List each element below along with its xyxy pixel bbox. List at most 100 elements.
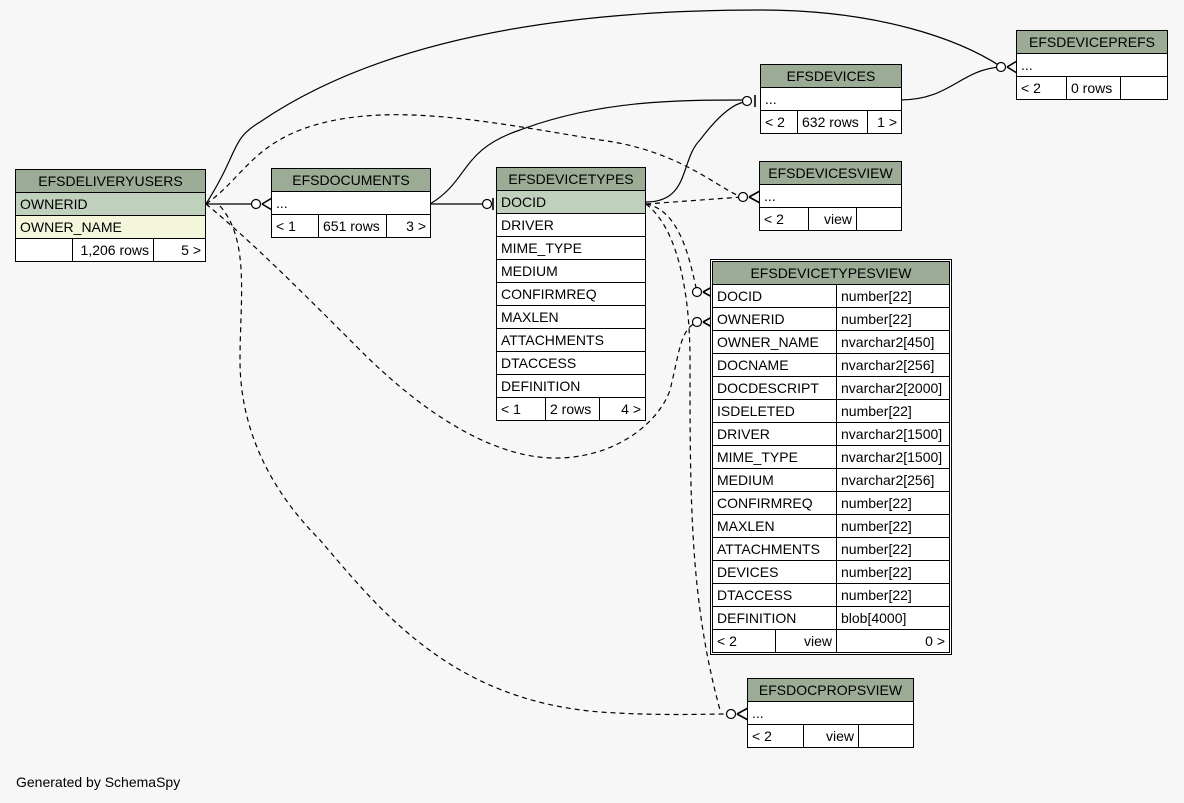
column-name: OWNERID: [20, 196, 88, 212]
children-count: 3 >: [386, 215, 430, 237]
column-row: OWNERID: [16, 193, 205, 216]
table-title[interactable]: EFSDEVICESVIEW: [760, 162, 901, 185]
edge-end-circle: [691, 286, 703, 298]
column-row: OWNER_NAME: [16, 216, 205, 239]
column-type: number[22]: [836, 492, 949, 514]
column-row: DTACCESS: [497, 352, 645, 375]
column-name: MIME_TYPE: [717, 449, 798, 465]
table-efsdevicetypes[interactable]: EFSDEVICETYPES DOCID DRIVER MIME_TYPE ME…: [496, 167, 646, 421]
column-name: ATTACHMENTS: [501, 332, 604, 348]
column-row: ...: [761, 88, 901, 111]
crowfoot-deviceprefs: [1006, 60, 1018, 74]
column-row: MIME_TYPE: [497, 237, 645, 260]
edge-deliveryusers-to-deviceprefs: [205, 9, 1001, 205]
children-count: 5 >: [153, 239, 205, 261]
column-name: DOCID: [501, 194, 547, 210]
column-row: OWNERID number[22]: [713, 308, 949, 331]
crowfoot-docpropsview: [736, 707, 749, 721]
children-count: [1120, 77, 1167, 99]
table-efsdeliveryusers[interactable]: EFSDELIVERYUSERS OWNERID OWNER_NAME 1,20…: [15, 169, 206, 262]
column-name: ATTACHMENTS: [717, 541, 820, 557]
column-type: number[22]: [836, 584, 949, 606]
column-type: nvarchar2[256]: [836, 469, 949, 491]
table-efsdevicesview[interactable]: EFSDEVICESVIEW ... < 2 view: [759, 161, 902, 231]
table-title[interactable]: EFSDOCPROPSVIEW: [748, 679, 913, 702]
row-count: 632 rows: [797, 111, 867, 133]
parents-count: < 2: [764, 211, 784, 227]
column-name: DTACCESS: [717, 587, 793, 603]
column-name: CONFIRMREQ: [501, 286, 597, 302]
table-efsdeviceprefs[interactable]: EFSDEVICEPREFS ... < 2 0 rows: [1016, 30, 1168, 100]
collapsed-columns: ...: [1021, 57, 1033, 73]
table-footer: < 2 view: [760, 208, 901, 230]
column-name: OWNERID: [717, 311, 785, 327]
column-type: nvarchar2[256]: [836, 354, 949, 376]
row-count: view: [808, 208, 856, 230]
column-type: nvarchar2[1500]: [836, 423, 949, 445]
column-row: ATTACHMENTS: [497, 329, 645, 352]
table-title[interactable]: EFSDEVICETYPES: [497, 168, 645, 191]
edge-devicetypes-to-docpropsview: [645, 203, 721, 711]
table-title[interactable]: EFSDEVICETYPESVIEW: [713, 262, 949, 285]
row-count: view: [775, 630, 836, 652]
column-name: DRIVER: [501, 217, 554, 233]
table-efsdevices[interactable]: EFSDEVICES ... < 2 632 rows 1 >: [760, 64, 902, 134]
collapsed-columns: ...: [764, 188, 776, 204]
column-row: DEFINITION blob[4000]: [713, 607, 949, 629]
column-name: DEFINITION: [717, 610, 797, 626]
column-type: nvarchar2[2000]: [836, 377, 949, 399]
row-count: 0 rows: [1066, 77, 1120, 99]
column-type: blob[4000]: [836, 607, 949, 629]
edge-end-circle: [691, 316, 703, 328]
edge-devicetypes-to-devicesview: [645, 196, 743, 205]
column-name: ISDELETED: [717, 403, 795, 419]
table-efsdocpropsview[interactable]: EFSDOCPROPSVIEW ... < 2 view: [747, 678, 914, 748]
column-name: OWNER_NAME: [20, 219, 122, 235]
edge-end-circle: [481, 198, 493, 210]
column-row: DOCDESCRIPT nvarchar2[2000]: [713, 377, 949, 400]
column-row: ...: [1017, 54, 1167, 77]
column-name: DOCID: [717, 288, 763, 304]
column-name: DOCNAME: [717, 357, 789, 373]
column-name: MAXLEN: [501, 309, 559, 325]
column-name: DOCDESCRIPT: [717, 380, 819, 396]
column-row: ...: [760, 185, 901, 208]
table-efsdocuments[interactable]: EFSDOCUMENTS ... < 1 651 rows 3 >: [271, 168, 431, 238]
column-name: DEFINITION: [501, 378, 581, 394]
edge-end-circle: [725, 708, 737, 720]
column-row: MEDIUM: [497, 260, 645, 283]
children-count: [856, 208, 901, 230]
table-title[interactable]: EFSDEVICES: [761, 65, 901, 88]
table-title[interactable]: EFSDELIVERYUSERS: [16, 170, 205, 193]
crowfoot-devicesview: [748, 190, 761, 204]
column-row: CONFIRMREQ: [497, 283, 645, 306]
table-footer: < 1 2 rows 4 >: [497, 398, 645, 420]
edge-end-circle: [250, 198, 262, 210]
column-row: DOCID: [497, 191, 645, 214]
table-footer: < 1 651 rows 3 >: [272, 215, 430, 237]
column-row: ISDELETED number[22]: [713, 400, 949, 423]
column-type: number[22]: [836, 400, 949, 422]
column-type: number[22]: [836, 308, 949, 330]
table-title[interactable]: EFSDOCUMENTS: [272, 169, 430, 192]
children-count: 1 >: [867, 111, 901, 133]
edge-devicetypes-to-devicetypesview-docid: [645, 203, 698, 293]
parents-count: < 2: [752, 728, 772, 744]
table-title[interactable]: EFSDEVICEPREFS: [1017, 31, 1167, 54]
parents-count: < 1: [501, 401, 521, 417]
column-type: number[22]: [836, 538, 949, 560]
column-row: MEDIUM nvarchar2[256]: [713, 469, 949, 492]
table-footer: < 2 view: [748, 725, 913, 747]
column-name: MEDIUM: [717, 472, 774, 488]
row-count: view: [803, 725, 858, 747]
parents-count: [16, 239, 72, 261]
